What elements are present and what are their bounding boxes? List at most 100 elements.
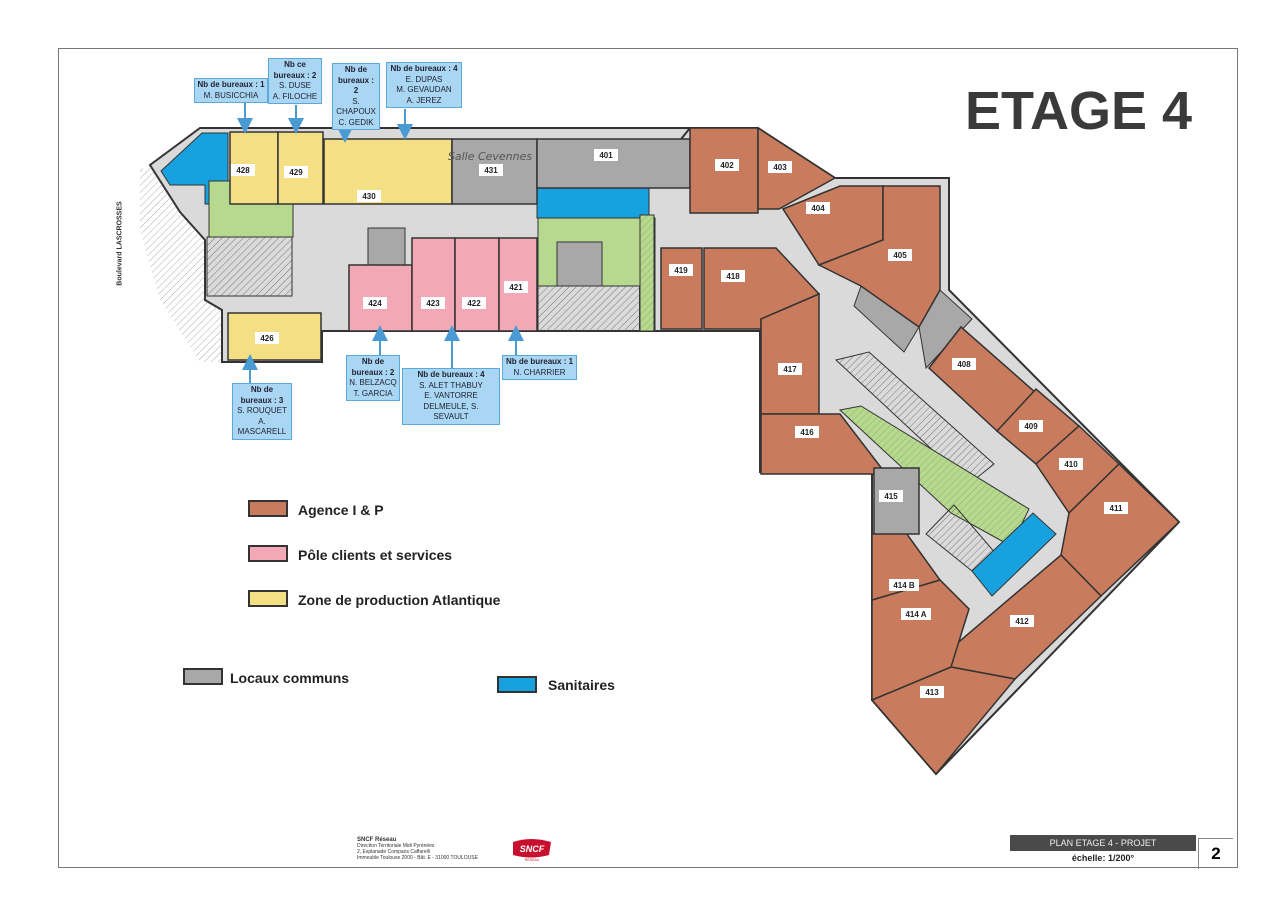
room-label-bg <box>721 270 745 282</box>
callout-header: Nb de bureaux : 4 <box>417 370 485 379</box>
legend-swatch-production <box>248 590 288 607</box>
room-number: 428 <box>236 166 250 175</box>
room-label-bg <box>669 264 693 276</box>
sanitaires-right <box>971 512 1057 597</box>
green-strip-right <box>639 214 655 332</box>
legend-label: Locaux communs <box>230 670 350 686</box>
room-number: 408 <box>957 360 971 369</box>
room-number: 415 <box>884 492 898 501</box>
address-line: Immeuble Toulouse 2000 - Bât. E - 31000 … <box>357 855 478 861</box>
occupant-name: S. ALET THABUY <box>419 380 483 390</box>
callout-header: Nb de bureaux : 1 <box>197 80 265 89</box>
room-405[interactable] <box>817 185 941 329</box>
sncf-address-block: SNCF Réseau Direction Territoriale Midi … <box>357 837 478 861</box>
room-number: 429 <box>289 168 303 177</box>
occupant-name: E. DUPAS <box>405 74 443 84</box>
room-number: 404 <box>811 204 825 213</box>
room-label-bg <box>479 164 503 176</box>
room-label-bg <box>231 164 255 176</box>
room-number: 412 <box>1015 617 1029 626</box>
callout-header: Nb de bureaux : 1 <box>505 357 574 366</box>
occupant-name: T. GARCIA <box>353 388 393 398</box>
lift-center <box>556 241 603 287</box>
occupant-name: M. GEVAUDAN <box>396 85 452 94</box>
room-number: 410 <box>1064 460 1078 469</box>
room-422[interactable] <box>454 237 500 332</box>
room-number: 421 <box>509 283 523 292</box>
handwritten-room-name: Salle Cevennes <box>448 150 533 163</box>
room-number: 405 <box>893 251 907 260</box>
room-423[interactable] <box>411 237 456 332</box>
room-label-bg <box>1059 458 1083 470</box>
occupant-name: M. BUSICCHIA <box>203 90 259 100</box>
room-label-bg <box>284 166 308 178</box>
room-401[interactable] <box>536 138 691 189</box>
occupant-name: S. DUSE <box>278 81 311 90</box>
scale-label: échelle: 1/200° <box>1071 853 1135 863</box>
room-number: 413 <box>925 688 939 697</box>
occupant-name: S. CHAPOUX <box>336 96 376 117</box>
callout-header: Nb ce bureaux : 2 <box>273 60 317 80</box>
room-label-bg <box>1010 615 1034 627</box>
room-number: 422 <box>467 299 481 308</box>
legend-label: Zone de production Atlantique <box>298 592 501 608</box>
room-403[interactable] <box>757 126 837 210</box>
callout-header: Nb de bureaux : 2 <box>337 65 374 95</box>
room-number: 402 <box>720 161 734 170</box>
room-number: 419 <box>674 266 688 275</box>
exterior-hatch <box>140 165 222 362</box>
room-label-bg <box>715 159 739 171</box>
legend-swatch-agence <box>248 500 288 517</box>
occupant-name: C. GEDIK <box>338 117 374 127</box>
room-label-bg <box>462 297 486 309</box>
plan-frame <box>58 48 1238 868</box>
room-419[interactable] <box>660 247 703 330</box>
room-label-bg <box>363 297 387 309</box>
room-label-bg <box>504 281 528 293</box>
room-label-bg <box>357 190 381 202</box>
room-411[interactable] <box>1060 462 1181 598</box>
legend-label: Pôle clients et services <box>298 547 453 563</box>
room-number: 403 <box>773 163 787 172</box>
room-label-bg <box>778 363 802 375</box>
plan-title-box: PLAN ETAGE 4 - PROJET <box>1010 835 1196 851</box>
sncf-logo: SNCF RÉSEAU <box>513 839 551 862</box>
street-label: Boulevard LASCROSSES <box>116 201 124 286</box>
logo-text: SNCF <box>520 844 545 854</box>
room-number: 431 <box>484 166 498 175</box>
room-label-bg <box>1019 420 1043 432</box>
occupant-name: A. JEREZ <box>406 95 442 105</box>
occupant-name: A. FILOCHE <box>272 91 318 101</box>
stairs-diagonal <box>834 351 995 485</box>
room-label-bg <box>888 249 912 261</box>
page-number: 2 <box>1198 838 1233 869</box>
occupant-name: E. VANTORRE <box>424 391 478 400</box>
room-number: 423 <box>426 299 440 308</box>
room-number: 401 <box>599 151 613 160</box>
room-label-bg <box>594 149 618 161</box>
room-label-bg <box>901 608 931 620</box>
org-name: SNCF Réseau <box>357 837 397 843</box>
room-430[interactable] <box>323 138 453 205</box>
occupant-name: N. CHARRIER <box>513 367 566 377</box>
occupant-name: S. ROUQUET <box>237 406 287 415</box>
local-technique <box>367 227 406 266</box>
room-number: 416 <box>800 428 814 437</box>
room-label-bg <box>795 426 819 438</box>
room-number: 411 <box>1110 504 1123 513</box>
page-title: ETAGE 4 <box>965 81 1193 141</box>
room-label-bg <box>421 297 445 309</box>
room-label-bg <box>879 490 903 502</box>
legend-swatch-pole <box>248 545 288 562</box>
room-label-bg <box>806 202 830 214</box>
room-number: 409 <box>1024 422 1038 431</box>
address-line: 2, Esplanade Compans Caffarelli <box>357 849 431 855</box>
room-number: 414 A <box>905 610 926 619</box>
